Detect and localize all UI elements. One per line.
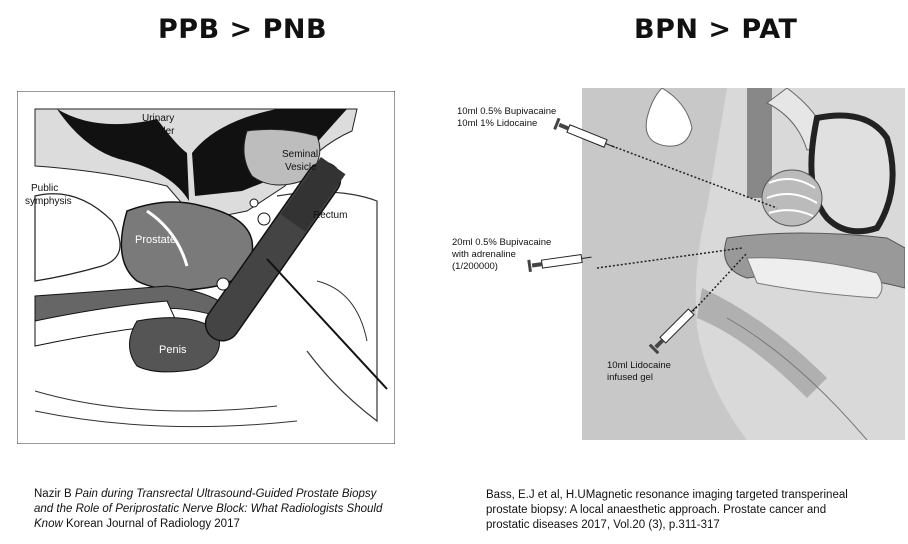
rectum-loop bbox=[808, 112, 896, 235]
syringe-1-icon bbox=[553, 117, 616, 148]
penis bbox=[129, 317, 220, 373]
citation-left-title: Pain during Transrectal Ultrasound-Guide… bbox=[34, 488, 383, 530]
perineum-curve-1 bbox=[34, 390, 278, 412]
needle-path-1 bbox=[611, 145, 778, 209]
urethra-column bbox=[747, 88, 772, 198]
citation-right: Bass, E.J et al, H.UMagnetic resonance i… bbox=[486, 489, 848, 531]
urethra bbox=[146, 209, 189, 267]
urethral-sheath bbox=[746, 257, 883, 299]
perineal-tissue bbox=[697, 288, 827, 398]
label-public: Public bbox=[31, 183, 58, 194]
annotation-2-line1: 20ml 0.5% Bupivacaine bbox=[452, 237, 551, 248]
label-seminal: Seminal bbox=[282, 149, 318, 160]
label-symphysis: symphysis bbox=[25, 196, 72, 207]
label-vesicle: Vesicle bbox=[285, 162, 317, 173]
rectum-inner bbox=[316, 280, 368, 342]
skin-line bbox=[726, 317, 868, 441]
injection-site-2 bbox=[216, 277, 230, 291]
prostate-texture bbox=[766, 178, 818, 217]
pelvis-sagittal-illustration: Urinary Bladder Seminal Vesicle Public s… bbox=[16, 90, 396, 445]
syringe-2-icon bbox=[527, 254, 592, 272]
annotation-2-line2: with adrenaline bbox=[451, 249, 516, 260]
pubic-bone bbox=[34, 193, 121, 282]
annotation-3-line1: 10ml Lidocaine bbox=[607, 360, 671, 371]
citation-left-author: Nazir B bbox=[34, 488, 75, 500]
annotation-1-line2: 10ml 1% Lidocaine bbox=[457, 118, 537, 129]
label-bladder: Bladder bbox=[140, 126, 175, 137]
bladder-wall-dark bbox=[57, 109, 189, 201]
annotation-2-line3: (1/200000) bbox=[452, 261, 498, 272]
injection-site-3 bbox=[249, 198, 259, 208]
label-prostate: Prostate bbox=[135, 234, 176, 246]
annotation-1-line1: 10ml 0.5% Bupivacaine bbox=[457, 106, 556, 117]
annotation-3-line2: infused gel bbox=[607, 372, 653, 383]
needle-line bbox=[266, 258, 388, 390]
syringe-3-icon bbox=[648, 305, 698, 355]
ultrasound-probe bbox=[204, 157, 346, 342]
citation-left-journal: Korean Journal of Radiology 2017 bbox=[62, 518, 240, 530]
label-penis: Penis bbox=[159, 344, 187, 356]
perineum-curve-2 bbox=[34, 410, 298, 428]
heading-bpn-pat: BPN > PAT bbox=[634, 14, 798, 45]
heading-ppb-pnb: PPB > PNB bbox=[158, 14, 328, 45]
needle-path-2 bbox=[596, 247, 743, 269]
transperineal-illustration: 10ml 0.5% Bupivacaine 10ml 1% Lidocaine … bbox=[451, 87, 906, 441]
citation-left: Nazir B Pain during Transrectal Ultrasou… bbox=[34, 487, 394, 532]
pubic-bone-top bbox=[645, 87, 693, 147]
label-urinary: Urinary bbox=[142, 113, 174, 124]
periprostatic-block-diagram: Urinary Bladder Seminal Vesicle Public s… bbox=[16, 90, 396, 445]
label-rectum: Rectum bbox=[313, 210, 347, 221]
injection-site-1 bbox=[257, 212, 271, 226]
transperineal-anaesthetic-diagram: 10ml 0.5% Bupivacaine 10ml 1% Lidocaine … bbox=[447, 87, 906, 441]
